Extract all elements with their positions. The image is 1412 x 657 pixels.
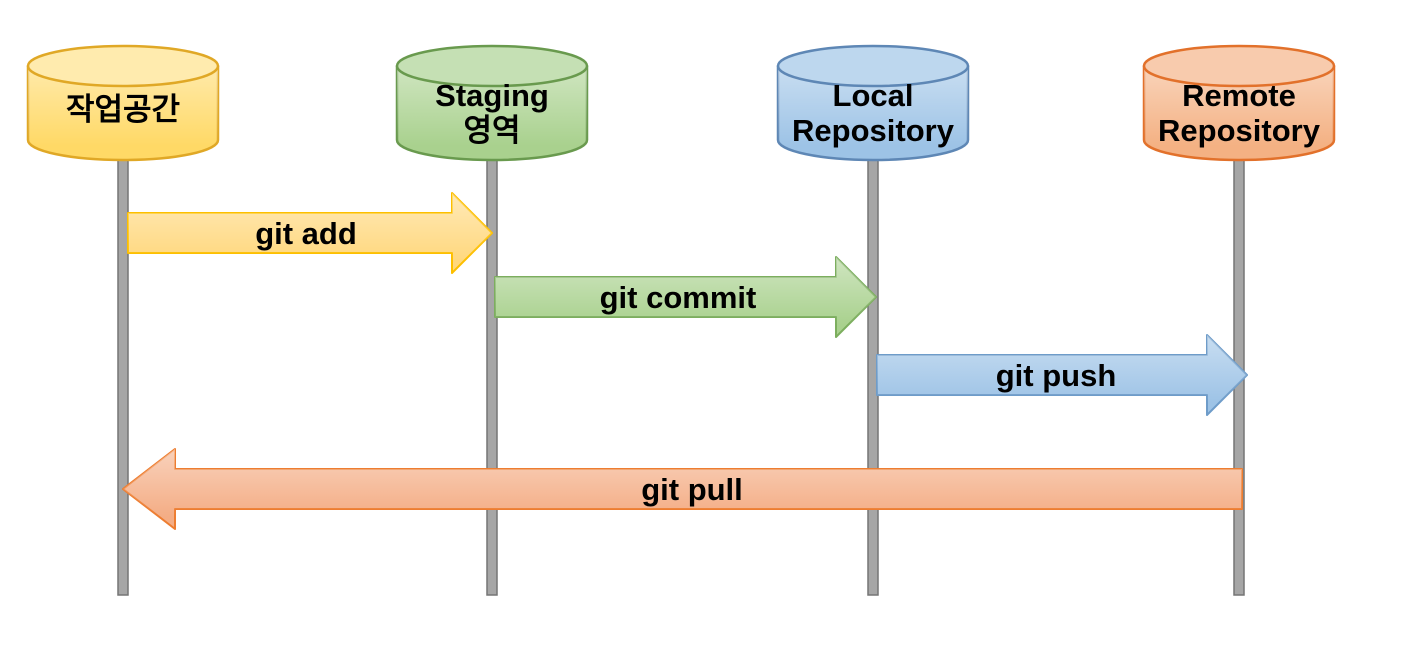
arrow-git-commit-shine (495, 257, 876, 337)
arrow-git-pull-shine (123, 449, 1242, 529)
arrow-git-add-shine (128, 193, 492, 273)
cylinder-top (26, 44, 220, 88)
node-staging-label-line1: Staging (435, 78, 549, 113)
arrow-git-push: git push (876, 334, 1248, 416)
arrow-git-push-shine (877, 335, 1247, 415)
node-workspace-label: 작업공간 (66, 92, 180, 127)
node-staging: Staging 영역 (395, 44, 589, 162)
node-local-repository: Local Repository (776, 44, 970, 162)
cylinder-top (1142, 44, 1336, 88)
arrow-git-pull: git pull (122, 448, 1243, 530)
arrow-git-pull-label: git pull (641, 472, 743, 507)
cylinder-top (395, 44, 589, 88)
cylinder-body-shine (778, 66, 968, 160)
node-local-repository-label-line1: Local (833, 78, 914, 113)
arrow-git-push-label: git push (996, 358, 1117, 393)
node-remote-repository-label-line1: Remote (1182, 78, 1296, 113)
cylinder-body-shine (1144, 66, 1334, 160)
node-workspace: 작업공간 (26, 44, 220, 162)
arrow-git-add-label: git add (255, 216, 357, 251)
cylinder-top (776, 44, 970, 88)
cylinder-body-shine (397, 66, 587, 160)
node-local-repository-label-line2: Repository (792, 113, 955, 148)
arrow-git-commit: git commit (494, 256, 877, 338)
arrow-git-commit-label: git commit (600, 280, 757, 315)
node-staging-label-line2: 영역 (463, 113, 520, 148)
lifeline-staging (486, 149, 498, 596)
lifeline-workspace (117, 149, 129, 596)
node-remote-repository: Remote Repository (1142, 44, 1336, 162)
cylinder-body-shine (28, 66, 218, 160)
arrow-git-add: git add (127, 192, 493, 274)
node-remote-repository-label-line2: Repository (1158, 113, 1321, 148)
